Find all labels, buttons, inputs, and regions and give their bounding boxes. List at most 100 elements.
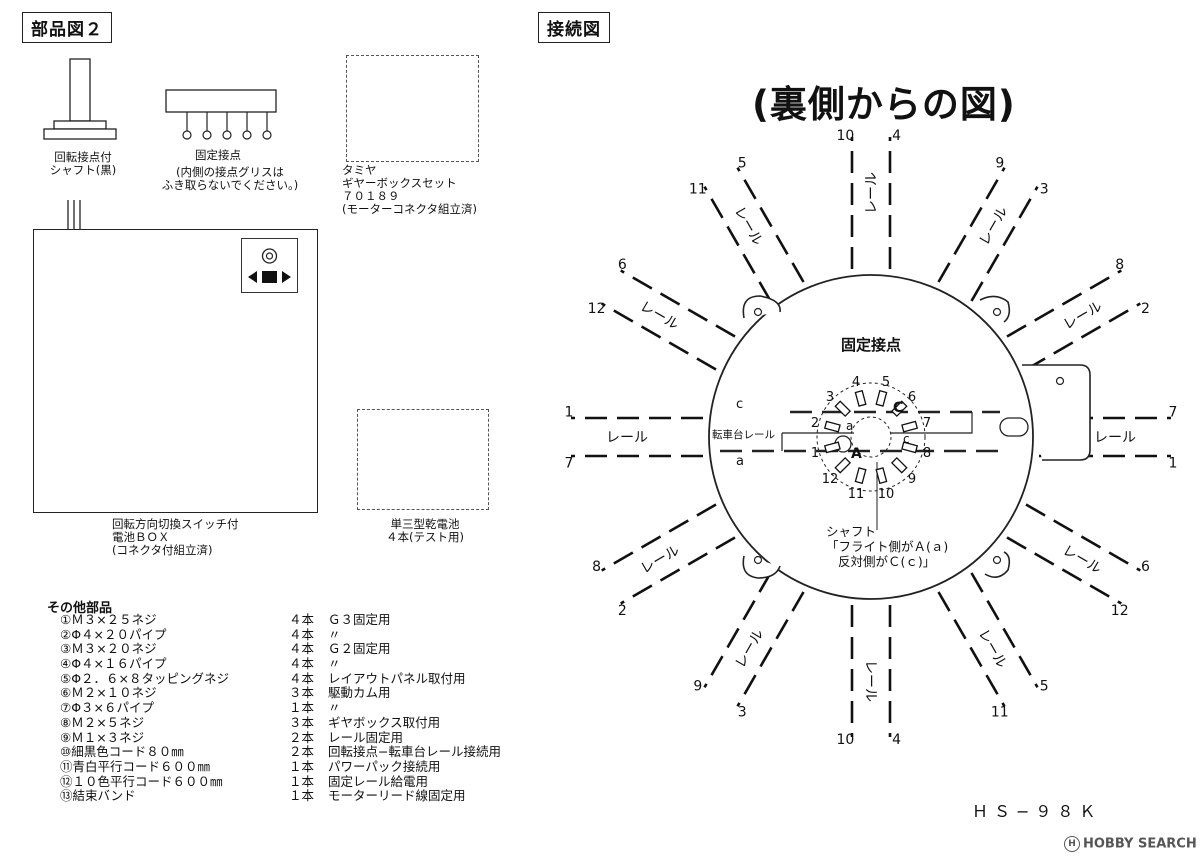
label-a-inner: a [846,419,854,433]
rail-line [1006,269,1122,338]
rail-line [1025,503,1141,572]
parts-name: ⑪青白平行コード６００㎜ [60,758,211,774]
parts-use: 固定レール給電用 [328,773,429,789]
parts-name: ⑤Φ２．６×８タッピングネジ [60,670,230,686]
contact-pad-4 [854,389,867,407]
contact-number: 10 [878,487,895,502]
track-number: 3 [738,704,747,720]
contact-number: 9 [908,472,916,487]
parts-name: ⑨Ｍ１×３ネジ [60,729,145,745]
rail-line [736,591,805,707]
parts-name: ④Φ４×１６パイプ [60,656,167,672]
contact-pad-11 [854,467,867,485]
shaft-caption: 回転接点付 シャフト(黒) [49,150,117,177]
direction-switch [241,238,298,293]
track-number: 2 [1141,301,1150,317]
mount-hole-tr [992,307,1002,317]
contact-pad-12 [834,456,852,474]
track-number: 2 [618,603,627,619]
parts-use: Ｇ３固定用 [328,612,391,627]
track-number: 10 [836,732,854,748]
battery-box-caption: 回転方向切換スイッチ付 電池ＢＯＸ (コネクタ付組立済) [112,517,239,557]
model-number: ＨＳ−９８Ｋ [972,802,1102,821]
parts-name: ⑥Ｍ２×１０ネジ [60,685,157,701]
shaft-note-line1: シャフト [826,524,877,539]
parts-use: パワーパック接続用 [328,758,441,774]
rail-label: レール [1094,430,1136,446]
contact-pad-3 [834,400,852,418]
track-number: 9 [995,156,1004,172]
battery-box-outline [33,229,318,513]
parts-qty: ４本 [289,656,315,672]
turntable-disk [708,274,1091,600]
shaft-circle [850,416,892,458]
contact-grease-note: (内側の接点グリスは ふき取らないでください。) [161,165,299,192]
rail-line [1025,302,1141,371]
contact-pad-1 [823,441,841,454]
parts-use: 〃 [328,626,341,642]
label-C-contact: C [893,400,904,416]
track-number: 3 [1040,181,1049,197]
parts-use: レイアウトパネル取付用 [328,670,466,686]
track-number: 6 [618,257,627,273]
track-number: 1 [565,404,574,420]
contact-pad-7 [901,420,919,433]
parts-use: Ｇ２固定用 [328,641,391,657]
parts-qty: ３本 [289,685,315,701]
contact-number: 6 [908,390,916,405]
mount-ear-bl [742,555,781,579]
parts-use: 回転接点−転車台レール接続用 [328,744,501,760]
contact-number: 5 [882,375,890,390]
rail-label: レール [864,172,880,214]
track-number: 7 [1169,404,1178,420]
contact-pad-5 [875,389,888,407]
contact-pad-6 [890,400,908,418]
turntable-rail-label: 転車台レール [712,429,775,441]
parts-use: ギヤボックス取付用 [328,714,441,730]
parts-name: ①Ｍ３×２５ネジ [60,612,157,627]
rail-label: レール [606,430,648,446]
track-number: 5 [1040,679,1049,695]
rail-line [703,186,772,302]
track-number: 11 [991,704,1009,720]
fixed-contacts-label: 固定接点 [841,336,902,354]
contact-number: 3 [826,390,834,405]
parts-qty: ４本 [289,641,315,657]
parts-qty: １本 [289,700,315,716]
parts-qty: １本 [289,758,315,774]
rail-line [970,186,1039,302]
parts-use: レール固定用 [328,729,404,745]
mount-hole-tl [753,307,763,317]
parts-use: 〃 [328,700,341,716]
parts-name: ⑧Ｍ２×５ネジ [60,714,145,730]
contact-number: 11 [848,487,865,502]
rail-line [937,591,1006,707]
track-number: 9 [693,679,702,695]
fixed-contact-drawing [165,89,277,140]
rail-line [601,503,717,572]
fixed-contact-caption: 固定接点 [195,148,241,162]
bracket-hole [1055,376,1065,386]
mount-hole-bl [753,555,763,565]
parts-use: 〃 [328,656,341,672]
rail-line [620,269,736,338]
track-number: 7 [565,456,574,472]
track-number: 4 [892,732,901,748]
parts-name: ③Ｍ３×２０ネジ [60,641,157,657]
other-parts-title: その他部品 [47,601,113,616]
mount-ear-br [984,551,1011,578]
parts-name: ②Φ４×２０パイプ [60,626,167,642]
label-a-rail: a [736,454,744,469]
rail-line [1006,536,1122,605]
hobby-search-logo-icon: H [1064,836,1080,852]
track-number: 8 [1115,257,1124,273]
turntable-circle [708,274,1034,600]
